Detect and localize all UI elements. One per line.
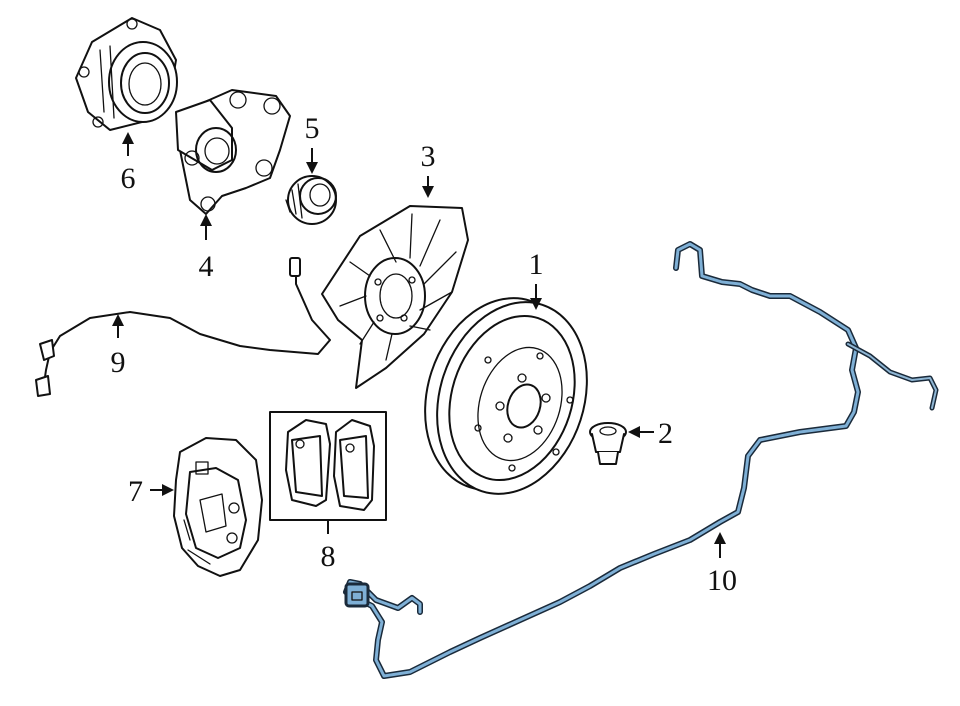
dust-shield-part[interactable]	[321, 205, 469, 389]
wheel-carrier-part[interactable]	[175, 89, 291, 215]
callout-label-4: 4	[199, 250, 214, 283]
rotor-screw-part[interactable]	[589, 422, 627, 465]
callout-label-3: 3	[421, 140, 436, 173]
callout-label-5: 5	[305, 112, 320, 145]
callout-9: 9	[111, 314, 126, 379]
brake-line-part[interactable]	[343, 241, 939, 679]
callout-label-2: 2	[658, 417, 673, 450]
brake-caliper-part[interactable]	[173, 437, 263, 577]
callout-label-6: 6	[121, 162, 136, 195]
callout-label-8: 8	[321, 540, 336, 573]
callout-8: 8	[321, 520, 336, 573]
callout-2: 2	[628, 417, 673, 450]
callout-label-9: 9	[111, 346, 126, 379]
speed-sensor-wire-part[interactable]	[35, 257, 331, 397]
callout-1: 1	[529, 248, 544, 310]
brake-pads-part[interactable]	[269, 411, 387, 521]
callout-5: 5	[305, 112, 320, 174]
callout-label-10: 10	[707, 564, 737, 597]
callout-label-7: 7	[128, 475, 143, 508]
callout-label-1: 1	[529, 248, 544, 281]
brake-rotor-part[interactable]	[401, 279, 611, 514]
callout-10: 10	[707, 532, 737, 597]
callout-7: 7	[128, 475, 174, 508]
callout-3: 3	[421, 140, 436, 198]
callout-4: 4	[199, 214, 214, 283]
bearing-ring-part[interactable]	[285, 175, 337, 225]
callout-6: 6	[121, 132, 136, 195]
wheel-bearing-part[interactable]	[75, 17, 178, 131]
